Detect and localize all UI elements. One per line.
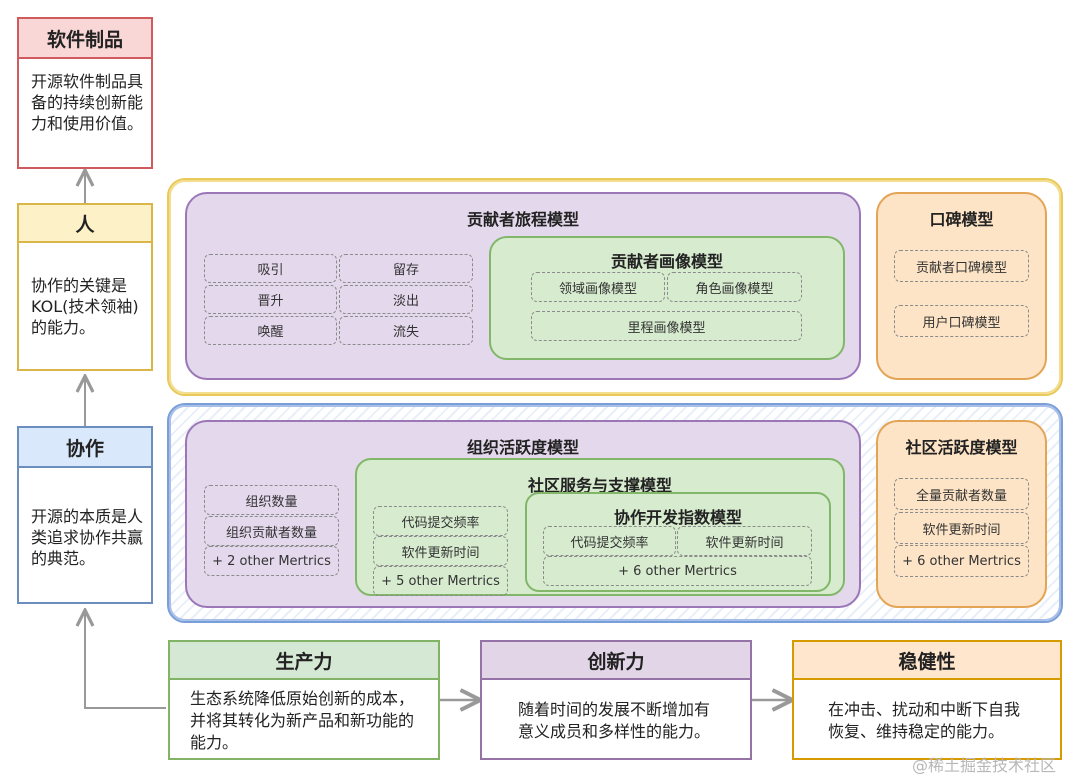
reputation-panel: 口碑模型 贡献者口碑模型 用户口碑模型 (876, 192, 1047, 380)
service-item-update: 软件更新时间 (373, 536, 508, 566)
software-product-card: 软件制品 开源软件制品具备的持续创新能力和使用价值。 (17, 17, 153, 169)
org-item-more: + 2 other Mertrics (204, 546, 339, 576)
innovation-card: 创新力 随着时间的发展不断增加有意义成员和多样性的能力。 (480, 640, 752, 760)
people-card: 人 协作的关键是KOL(技术领袖)的能力。 (17, 203, 153, 371)
contributor-journey-title: 贡献者旅程模型 (466, 210, 579, 229)
journey-item-promote: 晋升 (204, 285, 337, 314)
innovation-title: 创新力 (482, 642, 750, 680)
contributor-portrait-title: 贡献者画像模型 (610, 252, 723, 271)
journey-item-fade: 淡出 (339, 285, 473, 314)
dev-index-item-commit: 代码提交频率 (543, 526, 676, 556)
community-activity-title: 社区活跃度模型 (905, 438, 1018, 457)
software-product-title: 软件制品 (19, 19, 151, 59)
reputation-item-user: 用户口碑模型 (894, 305, 1029, 337)
journey-item-attract: 吸引 (204, 254, 337, 283)
org-item-count: 组织数量 (204, 485, 339, 515)
collaboration-title: 协作 (19, 428, 151, 468)
service-item-more: + 5 other Mertrics (373, 566, 508, 596)
productivity-text: 生态系统降低原始创新的成本，并将其转化为新产品和新功能的能力。 (190, 689, 415, 752)
collaboration-card: 协作 开源的本质是人类追求协作共赢的典范。 (17, 426, 153, 604)
journey-item-awaken: 唤醒 (204, 316, 337, 345)
org-item-contributors: 组织贡献者数量 (204, 516, 339, 546)
dev-index-item-more: + 6 other Mertrics (543, 556, 812, 586)
journey-item-churn: 流失 (339, 316, 473, 345)
robustness-text: 在冲击、扰动和中断下自我恢复、维持稳定的能力。 (828, 700, 1021, 741)
collaboration-text: 开源的本质是人类追求协作共赢的典范。 (31, 507, 144, 568)
org-activity-panel: 组织活跃度模型 组织数量 组织贡献者数量 + 2 other Mertrics … (185, 420, 861, 608)
org-activity-title: 组织活跃度模型 (466, 438, 579, 457)
innovation-text: 随着时间的发展不断增加有意义成员和多样性的能力。 (518, 700, 711, 741)
reputation-title: 口碑模型 (929, 210, 994, 229)
dev-index-panel: 协作开发指数模型 代码提交频率 软件更新时间 + 6 other Mertric… (525, 492, 831, 592)
community-activity-panel: 社区活跃度模型 全量贡献者数量 软件更新时间 + 6 other Mertric… (876, 420, 1047, 608)
productivity-card: 生产力 生态系统降低原始创新的成本，并将其转化为新产品和新功能的能力。 (168, 640, 440, 760)
service-item-commit: 代码提交频率 (373, 506, 508, 536)
community-service-panel: 社区服务与支撑模型 代码提交频率 软件更新时间 + 5 other Mertri… (355, 458, 845, 596)
robustness-card: 稳健性 在冲击、扰动和中断下自我恢复、维持稳定的能力。 (792, 640, 1062, 760)
portrait-item-domain: 领域画像模型 (531, 272, 665, 302)
community-service-title: 社区服务与支撑模型 (527, 476, 672, 495)
community-item-update: 软件更新时间 (894, 512, 1029, 544)
community-item-more: + 6 other Mertrics (894, 545, 1029, 577)
dev-index-item-update: 软件更新时间 (677, 526, 812, 556)
watermark: @稀土掘金技术社区 (912, 756, 1057, 775)
reputation-item-contributor: 贡献者口碑模型 (894, 250, 1029, 282)
robustness-title: 稳健性 (794, 642, 1060, 680)
journey-item-retain: 留存 (339, 254, 473, 283)
contributor-journey-panel: 贡献者旅程模型 吸引 留存 晋升 淡出 唤醒 流失 贡献者画像模型 领域画像模型… (185, 192, 861, 380)
community-item-contributors: 全量贡献者数量 (894, 478, 1029, 510)
contributor-portrait-panel: 贡献者画像模型 领域画像模型 角色画像模型 里程画像模型 (489, 236, 845, 360)
dev-index-title: 协作开发指数模型 (613, 508, 742, 527)
people-title: 人 (19, 205, 151, 243)
portrait-item-milestone: 里程画像模型 (531, 311, 802, 341)
portrait-item-role: 角色画像模型 (667, 272, 802, 302)
productivity-title: 生产力 (170, 642, 438, 680)
software-product-text: 开源软件制品具备的持续创新能力和使用价值。 (31, 72, 144, 133)
people-text: 协作的关键是KOL(技术领袖)的能力。 (31, 276, 139, 337)
